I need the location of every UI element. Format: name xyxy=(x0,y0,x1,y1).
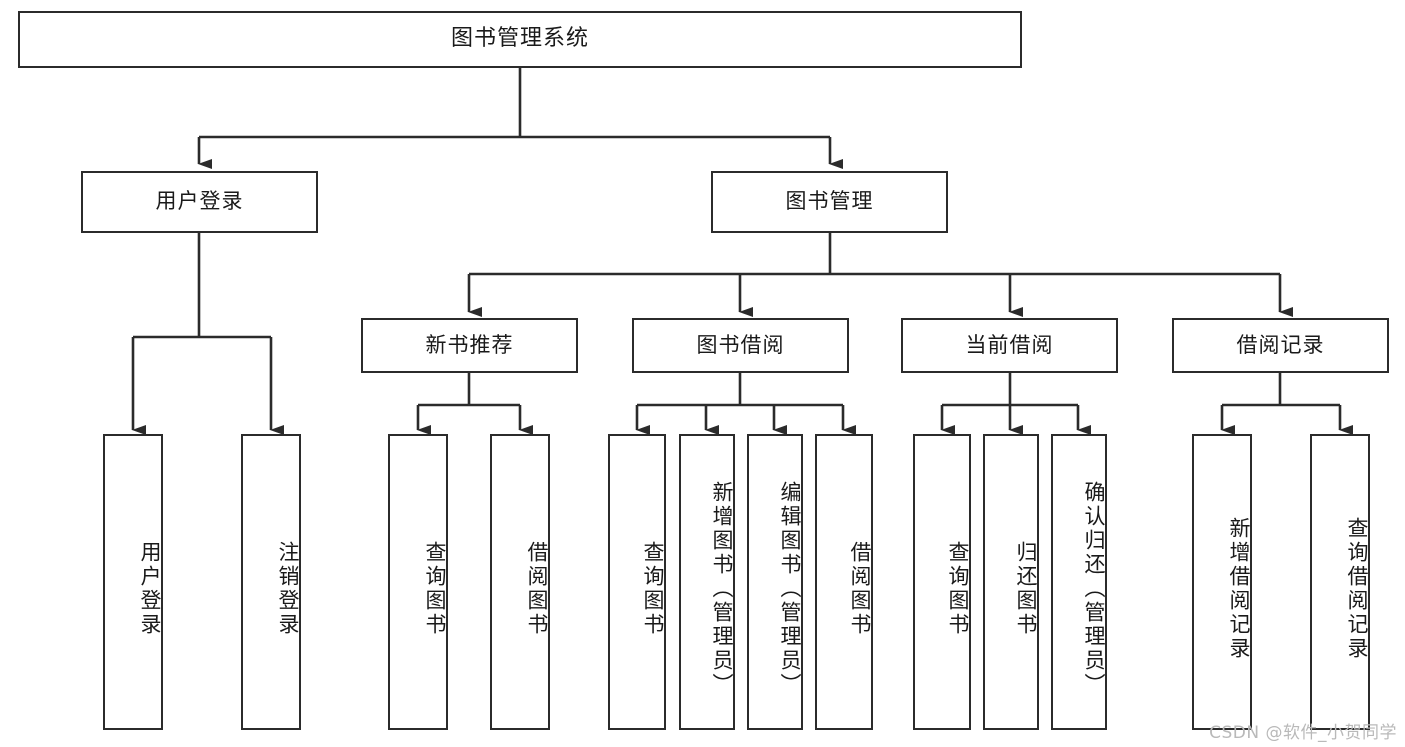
node-leaf-logout[interactable]: 注销登录 xyxy=(241,434,301,730)
node-leaf-add-book-label: 新增图书（管理员） xyxy=(710,481,734,697)
node-leaf-borrow-book-2-label: 借阅图书 xyxy=(848,541,872,637)
node-root-label: 图书管理系统 xyxy=(450,26,589,52)
node-leaf-query-book-3-label: 查询图书 xyxy=(946,541,970,637)
node-current-borrow-label: 当前借阅 xyxy=(965,332,1054,357)
node-leaf-query-record[interactable]: 查询借阅记录 xyxy=(1310,434,1370,730)
node-leaf-query-book-2-label: 查询图书 xyxy=(641,541,665,637)
node-leaf-query-book-1-label: 查询图书 xyxy=(423,541,447,637)
node-leaf-edit-book-label: 编辑图书（管理员） xyxy=(778,481,802,697)
node-current-borrow[interactable]: 当前借阅 xyxy=(901,318,1118,373)
node-leaf-confirm-return[interactable]: 确认归还（管理员） xyxy=(1051,434,1107,730)
node-leaf-confirm-return-label: 确认归还（管理员） xyxy=(1082,481,1106,697)
node-leaf-query-record-label: 查询借阅记录 xyxy=(1345,517,1369,661)
node-leaf-edit-book[interactable]: 编辑图书（管理员） xyxy=(747,434,803,730)
node-book-manage[interactable]: 图书管理 xyxy=(711,171,948,233)
node-user-login[interactable]: 用户登录 xyxy=(81,171,318,233)
node-leaf-add-record[interactable]: 新增借阅记录 xyxy=(1192,434,1252,730)
node-leaf-query-book-2[interactable]: 查询图书 xyxy=(608,434,666,730)
node-borrow-record[interactable]: 借阅记录 xyxy=(1172,318,1389,373)
node-leaf-logout-label: 注销登录 xyxy=(276,541,300,637)
node-new-book-recommend-label: 新书推荐 xyxy=(425,332,514,357)
node-leaf-borrow-book-1-label: 借阅图书 xyxy=(525,541,549,637)
node-leaf-user-login[interactable]: 用户登录 xyxy=(103,434,163,730)
node-leaf-borrow-book-1[interactable]: 借阅图书 xyxy=(490,434,550,730)
node-borrow-record-label: 借阅记录 xyxy=(1236,332,1325,357)
node-leaf-borrow-book-2[interactable]: 借阅图书 xyxy=(815,434,873,730)
node-leaf-user-login-label: 用户登录 xyxy=(138,541,162,637)
watermark: CSDN @软件_小贺同学 xyxy=(1209,723,1397,743)
node-leaf-add-book[interactable]: 新增图书（管理员） xyxy=(679,434,735,730)
node-new-book-recommend[interactable]: 新书推荐 xyxy=(361,318,578,373)
node-user-login-label: 用户登录 xyxy=(155,189,244,214)
node-leaf-add-record-label: 新增借阅记录 xyxy=(1227,517,1251,661)
node-book-manage-label: 图书管理 xyxy=(785,189,874,214)
node-book-borrow-label: 图书借阅 xyxy=(696,332,785,357)
node-leaf-return-book-label: 归还图书 xyxy=(1014,541,1038,637)
node-book-borrow[interactable]: 图书借阅 xyxy=(632,318,849,373)
node-leaf-query-book-1[interactable]: 查询图书 xyxy=(388,434,448,730)
node-root[interactable]: 图书管理系统 xyxy=(18,11,1022,68)
node-leaf-query-book-3[interactable]: 查询图书 xyxy=(913,434,971,730)
node-leaf-return-book[interactable]: 归还图书 xyxy=(983,434,1039,730)
